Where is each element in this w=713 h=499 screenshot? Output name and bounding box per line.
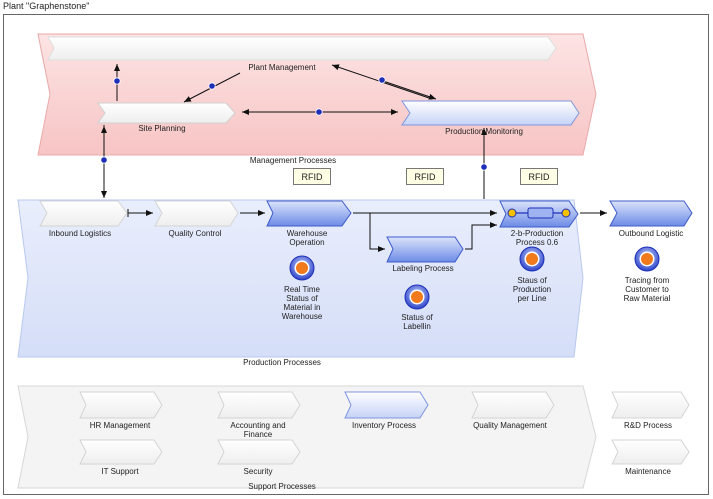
production-processes-label: Production Processes <box>243 358 321 367</box>
inbound-logistics-label[interactable]: Inbound Logistics <box>48 229 112 238</box>
kpi-tracing-icon <box>634 246 660 272</box>
quality-control-label[interactable]: Quality Control <box>168 229 222 238</box>
rfid-tag-3: RFID <box>520 168 558 185</box>
plant-management-label[interactable]: Plant Management <box>248 63 316 72</box>
security-shape <box>217 439 301 465</box>
rfid-tag-1: RFID <box>293 168 331 185</box>
site-planning-label[interactable]: Site Planning <box>138 124 186 133</box>
kpi-labelling-icon <box>404 284 430 310</box>
kpi-production-icon <box>519 246 545 272</box>
kpi-production-label: Staus of Production per Line <box>512 276 552 303</box>
plant-to-monitoring-arrow <box>379 79 437 100</box>
quality-management-shape <box>471 391 555 419</box>
labeling-to-production-arrow <box>465 222 497 250</box>
rfid-tag-2: RFID <box>406 168 444 185</box>
production-line-icon <box>507 207 571 219</box>
production-monitoring-label[interactable]: Production Monitoring <box>445 127 523 136</box>
maintenance-label[interactable]: Maintenance <box>625 467 671 476</box>
inventory-process-label[interactable]: Inventory Process <box>351 421 417 430</box>
kpi-warehouse-icon <box>289 255 315 281</box>
labeling-process-label[interactable]: Labeling Process <box>392 264 454 273</box>
security-label[interactable]: Security <box>243 467 273 476</box>
connector-dots <box>100 76 488 171</box>
support-processes-label: Support Processes <box>248 482 316 491</box>
warehouse-operation-label[interactable]: Warehouse Operation <box>286 229 328 247</box>
accounting-finance-shape <box>217 391 301 419</box>
plant-management-bar <box>47 36 557 61</box>
warehouse-to-labeling-arrow <box>369 213 385 252</box>
warehouse-operation-shape <box>266 200 352 227</box>
site-planning-shape <box>97 102 236 124</box>
rd-process-label[interactable]: R&D Process <box>623 421 672 430</box>
production-monitoring-shape <box>401 100 580 126</box>
support-processes-band <box>17 385 597 489</box>
hr-management-shape <box>79 391 163 419</box>
it-support-label[interactable]: IT Support <box>101 467 139 476</box>
hr-management-label[interactable]: HR Management <box>89 421 151 430</box>
maintenance-shape <box>611 439 690 465</box>
labeling-process-shape <box>386 236 464 263</box>
management-processes-label: Management Processes <box>249 156 337 165</box>
quality-control-shape <box>154 200 239 227</box>
kpi-tracing-label: Tracing from Customer to Raw Material <box>623 276 671 303</box>
it-support-shape <box>79 439 163 465</box>
inbound-logistics-shape <box>39 200 128 227</box>
kpi-warehouse-label: Real Time Status of Material in Warehous… <box>281 285 323 321</box>
inventory-process-shape <box>344 391 429 419</box>
quality-management-label[interactable]: Quality Management <box>473 421 547 430</box>
rd-process-shape <box>611 391 690 419</box>
outbound-logistic-label[interactable]: Outbound Logistic <box>618 229 684 238</box>
outbound-logistic-shape <box>609 200 693 227</box>
production-process-label[interactable]: 2-b-Production Process 0.6 <box>510 229 564 247</box>
kpi-labelling-label: Status of Labellin <box>401 313 433 331</box>
diagram-title: Plant "Graphenstone" <box>3 1 90 11</box>
accounting-finance-label[interactable]: Accounting and Finance <box>230 421 286 439</box>
diagram-frame <box>3 14 709 495</box>
